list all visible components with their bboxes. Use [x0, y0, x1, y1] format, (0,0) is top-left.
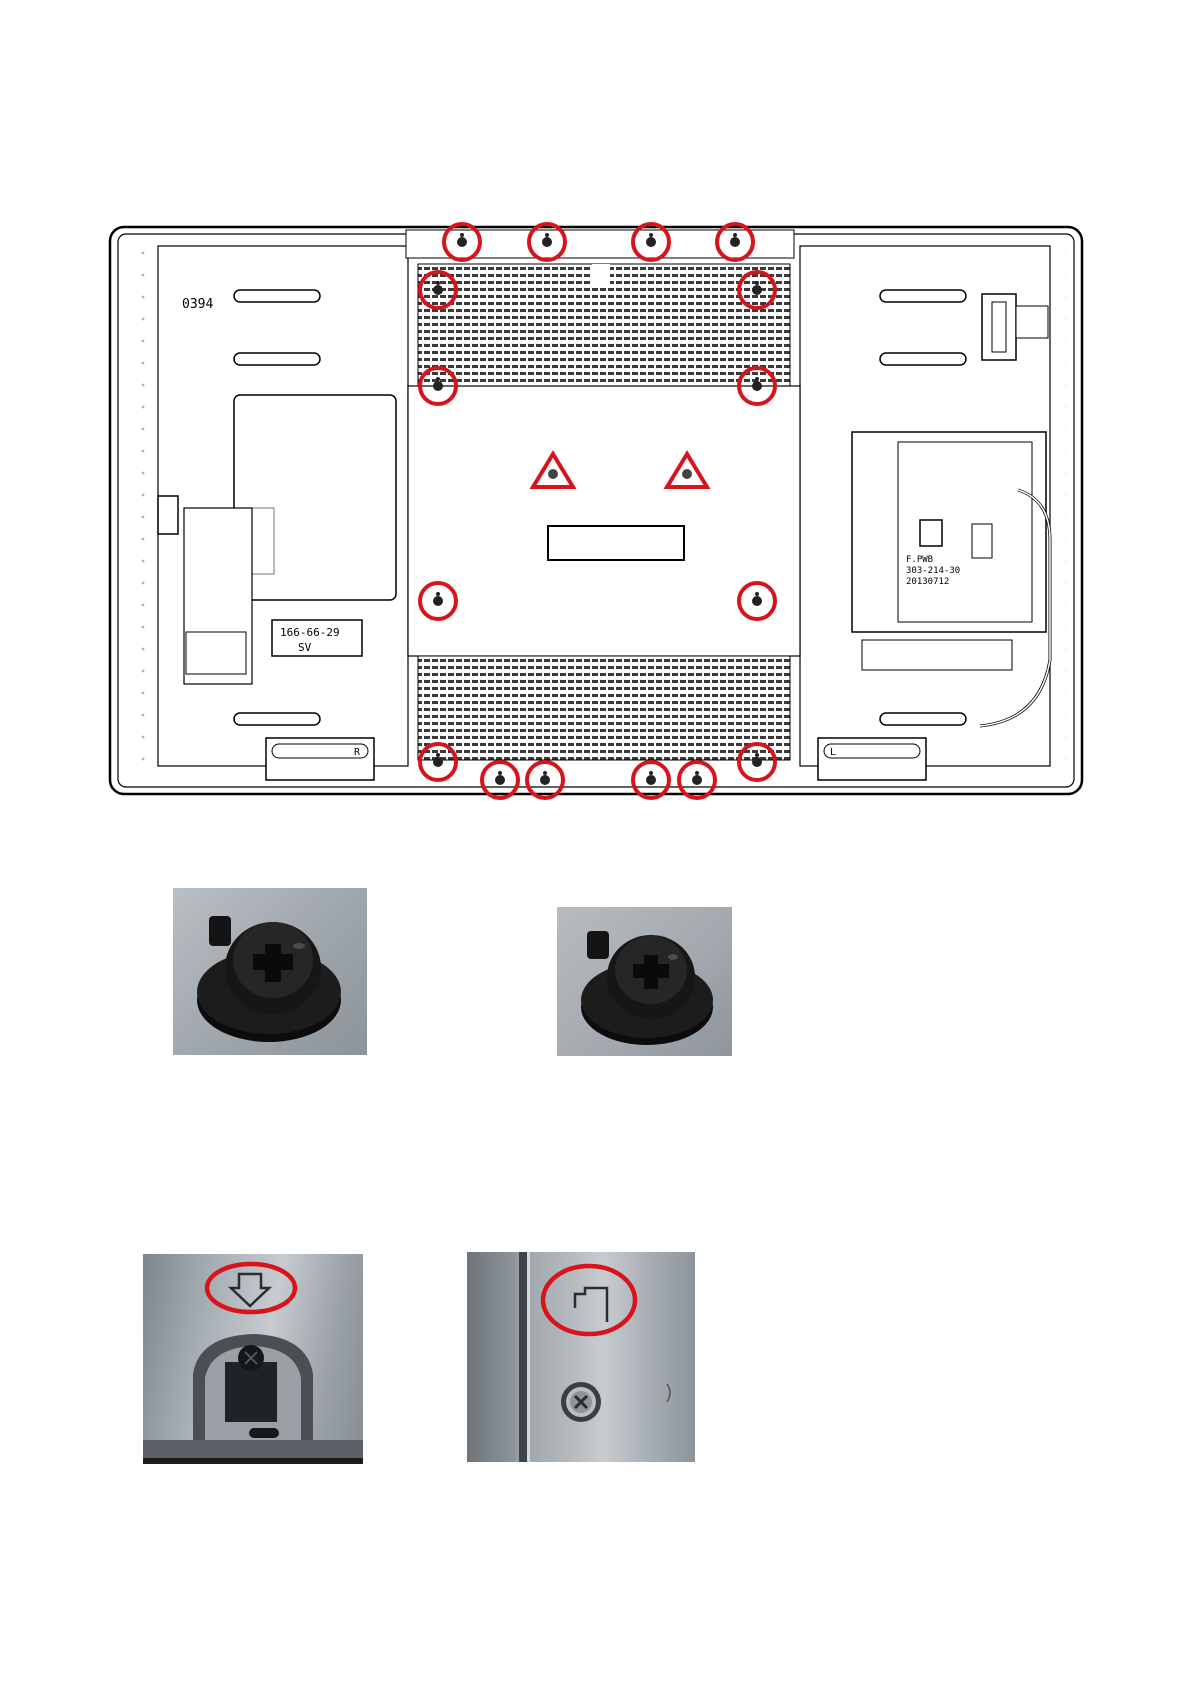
sticker-code-2: SV [298, 641, 312, 654]
screw-icon [173, 888, 367, 1055]
bottom-vent [418, 656, 790, 760]
arrow-mark-photo [143, 1254, 363, 1464]
arrow-down-icon [231, 1274, 269, 1306]
rear-panel-diagram: 0394 166-66-29 SV R L F.PWB 303-214-30 2… [0, 0, 1190, 840]
bracket-label-l: L [830, 747, 836, 758]
screw-icon [557, 907, 732, 1056]
screw-icon [561, 1382, 601, 1422]
step-mark-icon [575, 1288, 607, 1322]
board-part: 303-214-30 [906, 566, 960, 576]
bracket-label-r: R [354, 747, 361, 758]
board-model: F.PWB [906, 555, 933, 565]
center-plate [408, 386, 800, 656]
step-mark-photo [467, 1252, 695, 1462]
center-label-box [548, 526, 684, 560]
screw-photo-large [173, 888, 367, 1055]
serial-label: 0394 [182, 297, 213, 312]
highlight-circle [543, 1266, 635, 1334]
board-date: 20130712 [906, 577, 949, 587]
screw-photo-small [557, 907, 732, 1056]
sticker-code: 166-66-29 [280, 626, 340, 639]
